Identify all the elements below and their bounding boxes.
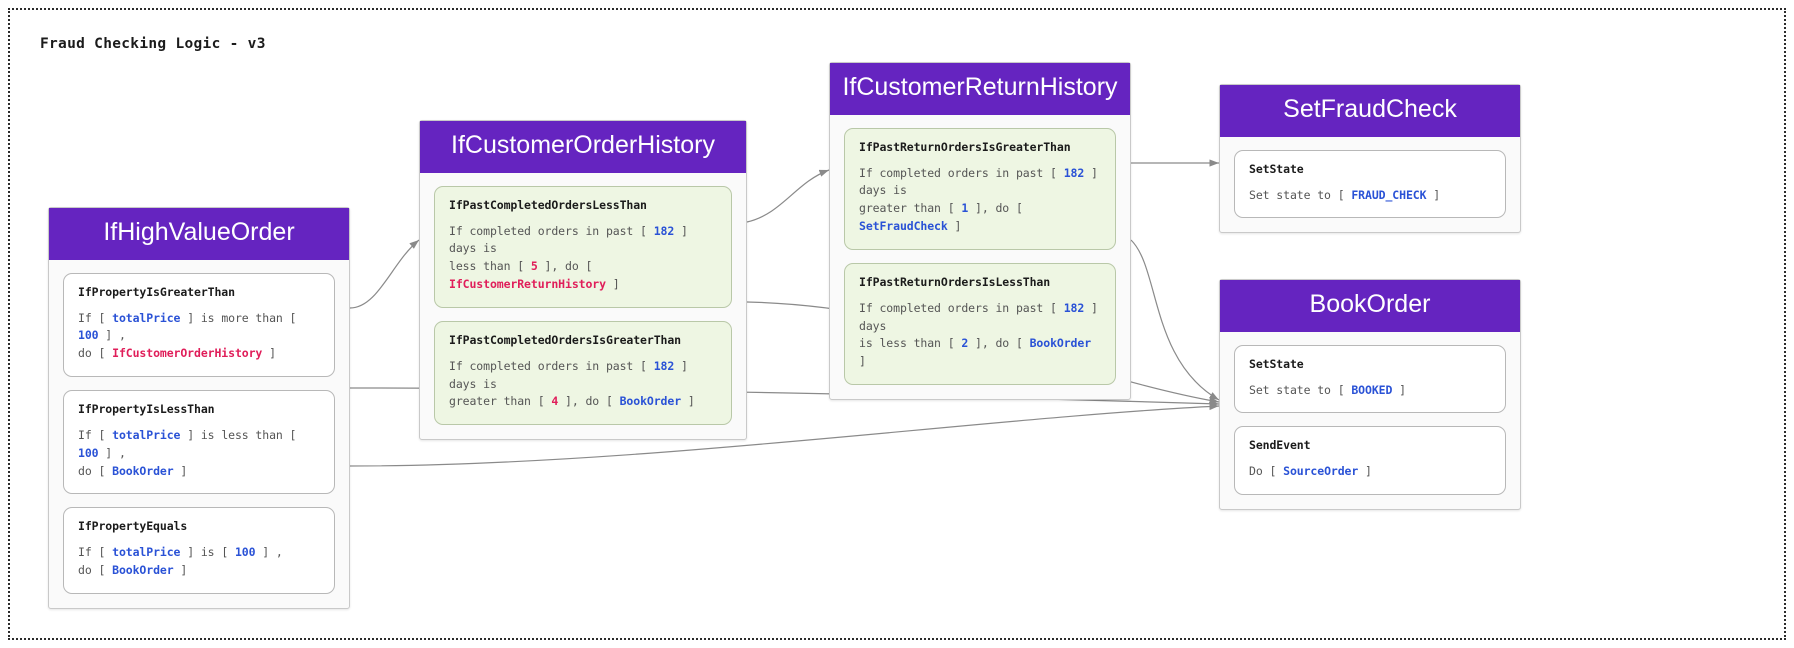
rule-body: If completed orders in past [ 182 ] days…	[449, 358, 717, 411]
rule-line: If [ totalPrice ] is more than [ 100 ] ,	[78, 310, 297, 343]
rule-link[interactable]: IfCustomerReturnHistory	[449, 276, 606, 291]
group-set-fraud-check[interactable]: SetFraudCheck SetState Set state to [ FR…	[1219, 84, 1521, 234]
action-link[interactable]: BookOrder	[619, 394, 682, 409]
rule-line: If [ totalPrice ] is [ 100 ] ,	[78, 545, 283, 560]
rule-card[interactable]: IfPastCompletedOrdersLessThan If complet…	[434, 185, 732, 308]
group-body: IfPropertyIsGreaterThan If [ totalPrice …	[49, 260, 349, 609]
rule-title: IfPropertyEquals	[78, 519, 188, 534]
rule-line: less than [ 5 ], do [ IfCustomerReturnHi…	[449, 259, 620, 291]
rule-line: If completed orders in past [ 182 ] days…	[859, 165, 1098, 198]
rule-card[interactable]: SendEvent Do [ SourceOrder ]	[1234, 426, 1506, 496]
group-if-customer-return-history[interactable]: IfCustomerReturnHistory IfPastReturnOrde…	[829, 62, 1131, 400]
rule-line: Set state to [ BOOKED ]	[1249, 382, 1406, 397]
edge-orderhistory-to-returnhistory	[746, 169, 830, 223]
value-token: 182	[653, 358, 675, 373]
group-header-title: IfHighValueOrder	[49, 208, 349, 260]
rule-line: If [ totalPrice ] is less than [ 100 ] ,	[78, 427, 297, 460]
rule-title: IfPastReturnOrdersIsLessThan	[859, 274, 1051, 289]
group-body: IfPastCompletedOrdersLessThan If complet…	[420, 173, 746, 440]
rule-title: IfPropertyIsGreaterThan	[78, 284, 235, 299]
group-body: SetState Set state to [ BOOKED ] SendEve…	[1220, 332, 1520, 510]
action-link[interactable]: SetFraudCheck	[859, 218, 948, 233]
rule-card[interactable]: IfPastCompletedOrdersIsGreaterThan If co…	[434, 320, 732, 426]
value-token: 2	[961, 336, 969, 351]
value-token: 100	[78, 328, 99, 343]
rule-title: IfPropertyIsLessThan	[78, 401, 215, 416]
rule-body: Set state to [ BOOKED ]	[1249, 382, 1491, 400]
rule-title: SendEvent	[1249, 438, 1311, 453]
edge-highvalue-to-orderhistory	[349, 239, 420, 309]
rule-body: If [ totalPrice ] is [ 100 ] , do [ Book…	[78, 544, 320, 580]
group-if-customer-order-history[interactable]: IfCustomerOrderHistory IfPastCompletedOr…	[419, 120, 747, 441]
value-token: 182	[1063, 165, 1085, 180]
value-token: 182	[653, 223, 675, 238]
param-token: totalPrice	[112, 310, 181, 325]
value-token: 4	[551, 394, 559, 409]
rule-title: SetState	[1249, 161, 1304, 176]
value-token: 100	[234, 545, 256, 560]
value-token: SourceOrder	[1283, 464, 1359, 479]
rule-body: If completed orders in past [ 182 ] days…	[449, 223, 717, 294]
group-header-title: SetFraudCheck	[1220, 85, 1520, 137]
group-header-title: IfCustomerReturnHistory	[830, 63, 1130, 115]
rule-link[interactable]: IfCustomerOrderHistory	[112, 346, 263, 361]
rule-card[interactable]: IfPropertyEquals If [ totalPrice ] is [ …	[63, 507, 335, 594]
group-header-title: IfCustomerOrderHistory	[420, 121, 746, 173]
rule-body: If completed orders in past [ 182 ] days…	[859, 300, 1101, 371]
rule-line: do [ IfCustomerOrderHistory ]	[78, 346, 276, 361]
rule-title: IfPastCompletedOrdersLessThan	[449, 197, 647, 212]
rule-title: IfPastCompletedOrdersIsGreaterThan	[449, 332, 682, 347]
value-token: BOOKED	[1351, 382, 1393, 397]
rule-card[interactable]: SetState Set state to [ FRAUD_CHECK ]	[1234, 149, 1506, 219]
group-header-title: BookOrder	[1220, 280, 1520, 332]
group-if-high-value-order[interactable]: IfHighValueOrder IfPropertyIsGreaterThan…	[48, 207, 350, 609]
rule-title: SetState	[1249, 356, 1304, 371]
rule-line: If completed orders in past [ 182 ] days…	[449, 358, 688, 391]
rule-body: Do [ SourceOrder ]	[1249, 463, 1491, 481]
rule-line: greater than [ 1 ], do [ SetFraudCheck ]	[859, 201, 1023, 233]
param-token: totalPrice	[112, 545, 181, 560]
action-link[interactable]: BookOrder	[112, 463, 174, 478]
rule-line: is less than [ 2 ], do [ BookOrder ]	[859, 336, 1092, 369]
rule-card[interactable]: IfPropertyIsGreaterThan If [ totalPrice …	[63, 272, 335, 377]
action-link[interactable]: BookOrder	[1029, 336, 1092, 351]
rule-line: Do [ SourceOrder ]	[1249, 464, 1372, 479]
rule-card[interactable]: IfPastReturnOrdersIsGreaterThan If compl…	[844, 127, 1116, 250]
rule-body: If [ totalPrice ] is less than [ 100 ] ,…	[78, 427, 320, 480]
rule-body: If [ totalPrice ] is more than [ 100 ] ,…	[78, 310, 320, 363]
rule-card[interactable]: IfPastReturnOrdersIsLessThan If complete…	[844, 262, 1116, 385]
rule-line: do [ BookOrder ]	[78, 563, 188, 578]
rule-line: If completed orders in past [ 182 ] days…	[449, 223, 688, 256]
value-token: 5	[530, 259, 538, 274]
rule-line: If completed orders in past [ 182 ] days	[859, 300, 1098, 333]
action-link[interactable]: BookOrder	[112, 563, 174, 578]
value-token: FRAUD_CHECK	[1351, 187, 1427, 202]
value-token: 100	[78, 445, 99, 460]
rule-card[interactable]: SetState Set state to [ BOOKED ]	[1234, 344, 1506, 414]
group-body: SetState Set state to [ FRAUD_CHECK ]	[1220, 137, 1520, 233]
value-token: 182	[1063, 300, 1085, 315]
rule-body: Set state to [ FRAUD_CHECK ]	[1249, 187, 1491, 205]
page-title: Fraud Checking Logic - v3	[40, 36, 266, 52]
rule-line: greater than [ 4 ], do [ BookOrder ]	[449, 394, 695, 409]
value-token: 1	[961, 201, 969, 216]
rule-title: IfPastReturnOrdersIsGreaterThan	[859, 139, 1071, 154]
group-book-order[interactable]: BookOrder SetState Set state to [ BOOKED…	[1219, 279, 1521, 511]
rule-body: If completed orders in past [ 182 ] days…	[859, 165, 1101, 236]
rule-line: Set state to [ FRAUD_CHECK ]	[1249, 187, 1441, 202]
param-token: totalPrice	[112, 427, 181, 442]
rule-card[interactable]: IfPropertyIsLessThan If [ totalPrice ] i…	[63, 389, 335, 495]
group-body: IfPastReturnOrdersIsGreaterThan If compl…	[830, 115, 1130, 400]
edge-returnhistory-to-bookorder	[1130, 239, 1220, 401]
rule-line: do [ BookOrder ]	[78, 463, 188, 478]
